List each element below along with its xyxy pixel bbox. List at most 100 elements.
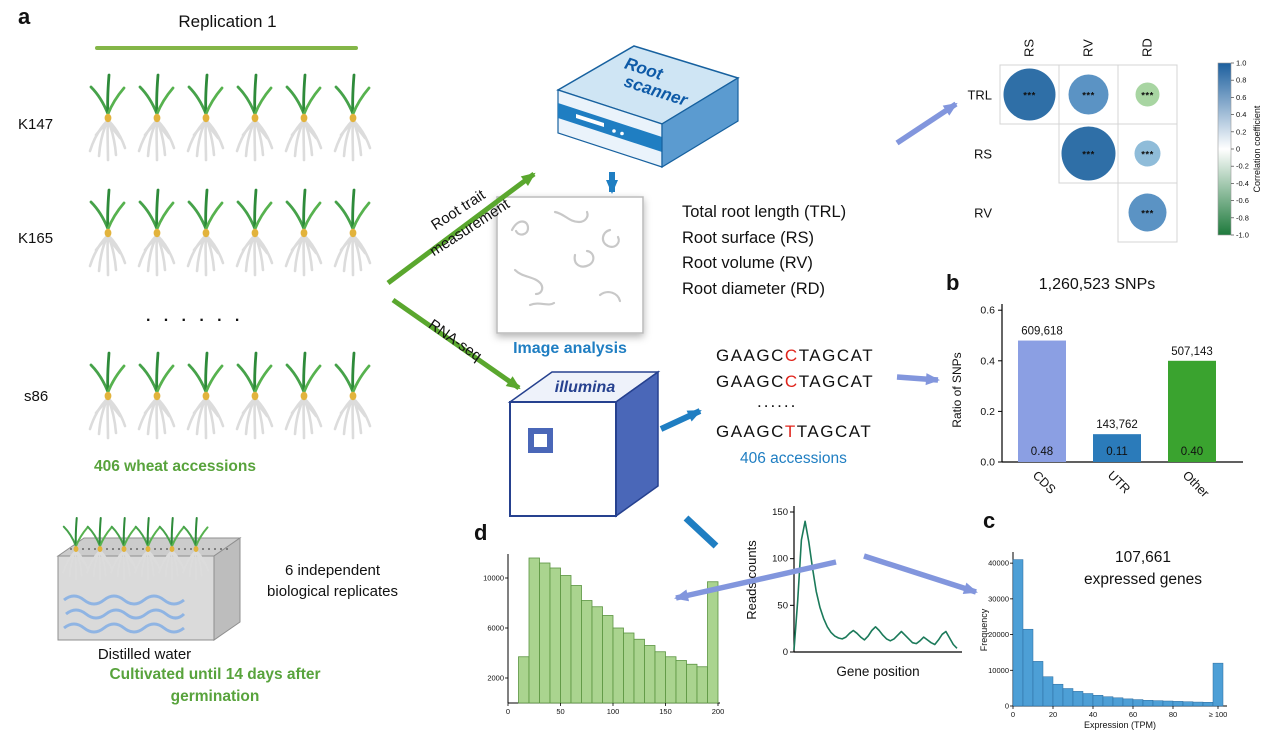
arrow-reads-to-snp [896,373,940,386]
corr-col-label: RV [1081,39,1096,57]
image-analysis-caption: Image analysis [513,340,627,357]
corr-bubble [1068,74,1109,115]
tpm-xtick: ≥ 100 [1209,710,1228,719]
corr-row-label: TRL [967,88,992,103]
dist-ytick: 6000 [487,624,504,633]
dist-ytick: 10000 [483,574,504,583]
corr-bubble [1003,68,1056,121]
root-trace-squiggles [510,210,622,307]
dist-xtick: 50 [556,707,564,716]
reads-ytick: 150 [772,507,788,518]
reads-counts-line-chart: 050100150Reads countsGene position [744,506,962,679]
reads-line [793,520,958,651]
colorbar-tick: 1.0 [1236,59,1246,68]
expressed-genes-caption: 107,661 [1115,549,1171,566]
trait-rv: Root volume (RV) [682,254,813,272]
snp-ytick: 0.2 [980,406,995,418]
sequence-read-1: GAAGCCTAGCAT [716,346,875,365]
dist-xtick: 200 [712,707,725,716]
snp-ratio-label: 0.40 [1181,446,1203,458]
water-wave [63,622,185,634]
snp-bar-UTR [1093,434,1141,462]
arrow-root-trait-measurement [386,171,536,286]
tpm-ytick: 30000 [988,594,1009,603]
snp-count-label: 143,762 [1096,419,1138,431]
panel-c-label: c [983,508,996,533]
tpm-xtick: 0 [1011,710,1015,719]
snp-ratio-label: 0.48 [1031,446,1053,458]
tpm-xtick: 20 [1049,710,1057,719]
tpm-xtick: 40 [1089,710,1097,719]
corr-col-label: RS [1022,39,1037,57]
colorbar-tick: -1.0 [1236,231,1249,240]
dist-xtick: 0 [506,707,510,716]
corr-significance: *** [1141,150,1154,161]
snp-ytick: 0.0 [980,457,995,469]
colorbar-tick: -0.4 [1236,179,1249,188]
tpm-xtick: 60 [1129,710,1137,719]
tpm-ytick: 40000 [988,559,1009,568]
arrow-sequencer-to-reads [659,408,702,432]
corr-bubble [1135,82,1160,107]
replication-underline [95,46,358,50]
illumina-sequencer: illumina [507,370,661,518]
arrow-traits-to-correlation [895,101,958,146]
dist-xtick: 100 [607,707,620,716]
corr-row-label: RS [974,147,992,162]
corr-bubble [1128,193,1167,232]
reads-xlabel: Gene position [836,664,919,679]
replication-title: Replication 1 [178,12,277,31]
colorbar-tick: 0 [1236,145,1240,154]
colorbar-tick: 0.8 [1236,76,1246,85]
snp-ylabel: Ratio of SNPs [950,352,964,427]
distilled-water-caption: Distilled water [97,646,192,663]
snp-title: 1,260,523 SNPs [1039,276,1156,293]
tpm-xlabel: Expression (TPM) [1084,720,1156,730]
corr-significance: *** [1141,209,1154,220]
colorbar-tick: -0.6 [1236,196,1249,205]
snp-ratio-label: 0.11 [1106,446,1128,458]
sequence-read-3: GAAGCTTAGCAT [716,422,873,441]
colorbar-tick: -0.8 [1236,213,1249,222]
dist-bar [707,581,719,704]
tpm-ytick: 0 [1005,702,1009,711]
panel-b-label: b [946,270,960,295]
arrow-to-panel-c [863,553,978,595]
illumina-label: illumina [555,379,616,396]
trait-rd: Root diameter (RD) [682,279,826,298]
corr-significance: *** [1082,91,1095,102]
colorbar-label: Correlation coefficient [1252,105,1262,192]
expressed-genes-caption: expressed genes [1084,571,1202,588]
arrow-rna-seq [391,297,521,391]
root-trait-list: Total root length (TRL) Root surface (RS… [682,200,846,302]
tpm-ylabel: Frequency [979,608,989,651]
snp-variant-base: C [784,346,799,365]
root-scanner-device: Root scanner [556,45,740,169]
accessions-count-caption: 406 accessions [740,450,847,467]
snp-ytick: 0.6 [980,305,995,317]
colorbar-tick: 0.4 [1236,110,1246,119]
arrow-to-panel-d [674,559,837,602]
corr-row-label: RV [974,206,992,221]
accession-row-label-1: K147 [18,116,54,133]
reads-ytick: 50 [777,600,788,611]
colorbar-tick: 0.6 [1236,93,1246,102]
replicates-caption: 6 independent biological replicates [267,562,398,600]
colorbar-tick: 0.2 [1236,127,1246,136]
dist-ytick: 2000 [487,674,504,683]
snp-bar-Other [1168,360,1216,462]
corr-col-label: RD [1140,38,1155,57]
snp-variant-base: C [784,372,799,391]
trait-rs: Root surface (RS) [682,228,815,247]
corr-bubble [1134,140,1161,167]
corr-significance: *** [1082,150,1095,161]
sequence-read-2: GAAGCCTAGCAT [716,372,875,391]
reads-ytick: 100 [772,554,788,565]
snp-ytick: 0.4 [980,355,995,367]
snp-count-label: 507,143 [1171,346,1213,358]
